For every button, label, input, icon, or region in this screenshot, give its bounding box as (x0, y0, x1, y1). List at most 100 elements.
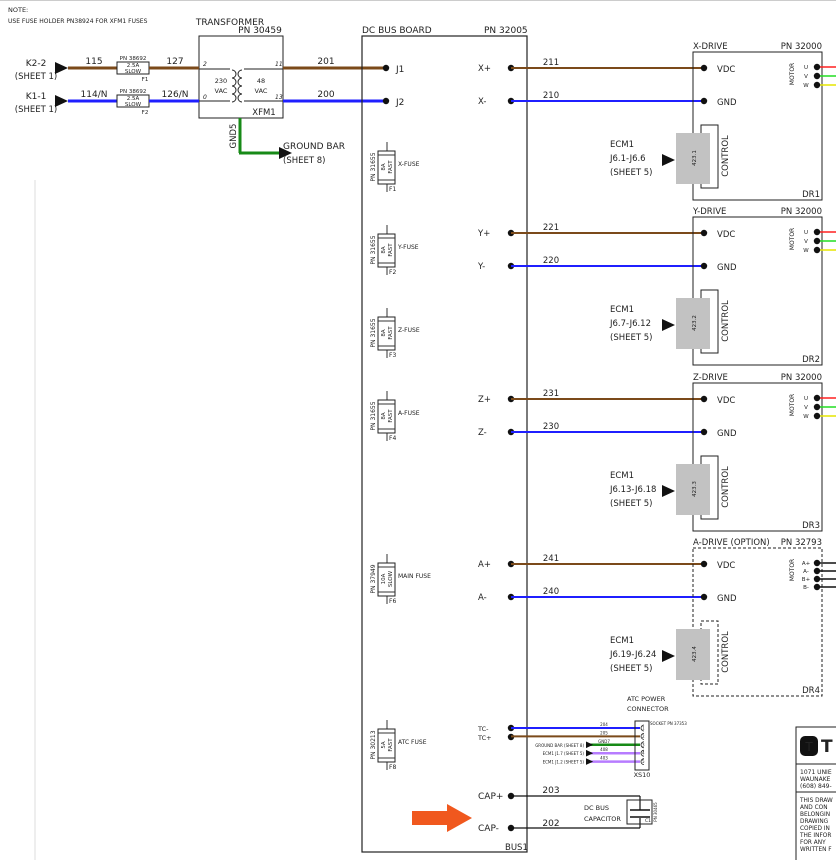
wire-label: 220 (543, 256, 559, 266)
bus-board-pn: PN 32005 (484, 26, 528, 36)
fuse-name: A-FUSE (398, 410, 420, 417)
transformer-title: TRANSFORMER (195, 18, 264, 28)
atc-socket-pn: SOCKET PN 37353 (650, 721, 687, 726)
motor-terminal-dot (813, 72, 821, 80)
fuse-type: FAST (388, 326, 394, 340)
cap-terminal-label: CAP- (478, 824, 499, 834)
wire-label: 127 (166, 57, 183, 67)
ground-bar-label: GROUND BAR (283, 142, 345, 152)
socket-pin-icon (640, 724, 645, 732)
motor-label: MOTOR (789, 63, 796, 85)
fuse-name: Y-FUSE (397, 244, 419, 251)
gnd-label: GND (717, 263, 737, 273)
capacitor-ref: C1 (645, 818, 651, 824)
atc-wire-label: 205 (600, 730, 608, 735)
motor-terminal-dot (813, 394, 821, 402)
input-arrow-icon (55, 95, 68, 107)
fuse-pn: PN 31655 (370, 401, 377, 430)
proprietary-notice: WRITTEN F (800, 847, 832, 853)
motor-pin-label: B+ (802, 577, 811, 583)
gnd-terminal-dot (700, 428, 708, 436)
vdc-terminal-dot (700, 395, 708, 403)
fuse-type: SLOW (388, 570, 394, 587)
fuse-rating: 8A (381, 246, 387, 253)
primary-coil-icon (231, 93, 237, 103)
bus-terminal-dot (382, 97, 390, 105)
drive-title: A-DRIVE (OPTION) (693, 538, 770, 548)
drive-box (692, 216, 823, 366)
drive-box (692, 51, 823, 201)
gnd-label: GND (717, 98, 737, 108)
ecm-sheet: (SHEET 5) (610, 664, 652, 674)
fuse-ref: F6 (389, 598, 396, 605)
socket-pin-icon (640, 733, 645, 740)
input-sheet: (SHEET 1) (15, 105, 57, 115)
bus-terminal-label: J1 (395, 65, 404, 75)
motor-terminal-dot (813, 81, 821, 89)
company-address: (608) 849- (800, 783, 832, 790)
atc-connector-title: CONNECTOR (627, 705, 669, 713)
proprietary-notice: AND CON (800, 805, 828, 811)
fuse-rating: 2.5A (127, 96, 140, 102)
ecm-label: ECM1 (610, 305, 634, 315)
fuse-ref: F1 (389, 186, 396, 193)
gnd-terminal-dot (700, 262, 708, 270)
fuse-body (377, 150, 396, 185)
gnd-terminal-dot (700, 97, 708, 105)
vdc-label: VDC (717, 65, 735, 75)
fuse-name: ATC FUSE (398, 739, 427, 746)
fuse-rating: 2.5A (127, 63, 140, 69)
motor-pin-label: A+ (802, 561, 811, 567)
note-title: NOTE: (8, 6, 28, 14)
drive-pn: PN 32000 (781, 373, 822, 383)
fuse-body (377, 316, 396, 351)
ground-arrow-icon (279, 147, 292, 159)
motor-pin-label: V (804, 74, 808, 80)
bus-board-ref: BUS1 (505, 843, 528, 853)
fuse-rating: 8A (381, 412, 387, 419)
motor-label: MOTOR (789, 559, 796, 581)
connector-pin-number: 2 (642, 734, 645, 739)
fuse-name: MAIN FUSE (398, 573, 431, 580)
connector-pin-number: 5 (642, 759, 645, 764)
fuse-type: FAST (388, 738, 394, 752)
motor-label: MOTOR (789, 228, 796, 250)
fuse-name: Z-FUSE (398, 327, 420, 334)
wire-label: 230 (543, 422, 559, 432)
transformer-box (198, 35, 284, 119)
bus-output-label: X+ (478, 64, 491, 74)
wire-label: 201 (317, 57, 334, 67)
wire-label: 202 (542, 819, 559, 829)
fuse-pn: PN 37949 (370, 564, 377, 593)
control-connector-block (676, 133, 710, 184)
company-logo-icon (800, 736, 818, 756)
ecm-pins: J6.19-J6.24 (609, 650, 656, 660)
capacitor-label: CAPACITOR (584, 815, 621, 823)
proprietary-notice: FOR ANY (800, 840, 826, 846)
connector-pin-number: 4 (642, 751, 645, 756)
bus-output-label: Y+ (477, 229, 490, 239)
company-address: WAUNAKE (800, 776, 831, 783)
socket-pin-icon (640, 758, 645, 765)
wire-label: 115 (85, 57, 102, 67)
ecm-arrow-icon (662, 650, 675, 662)
vdc-terminal-dot (700, 560, 708, 568)
motor-terminal-dot (813, 567, 821, 575)
ecm-label: ECM1 (610, 636, 634, 646)
motor-pin-label: V (804, 239, 808, 245)
motor-pin-label: A- (803, 569, 809, 575)
wire-label: 211 (543, 58, 559, 68)
fuse-name: X-FUSE (398, 161, 420, 168)
motor-pin-label: U (804, 230, 808, 236)
proprietary-notice: THE INFOR (799, 833, 831, 839)
gnd-label: GND (717, 429, 737, 439)
wire-label: 221 (543, 223, 559, 233)
secondary-unit: VAC (255, 87, 268, 95)
drive-box (692, 547, 823, 697)
motor-pin-label: W (803, 414, 809, 420)
motor-pin-label: W (803, 248, 809, 254)
connector-ref: 423.2 (692, 315, 698, 331)
drive-ref: DR4 (802, 686, 820, 696)
proprietary-notice: DRAWING (800, 819, 829, 825)
